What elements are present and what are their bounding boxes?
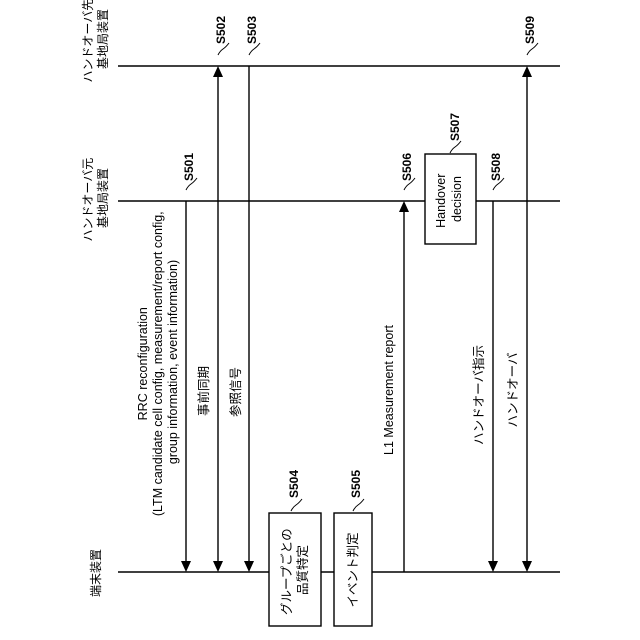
arrowhead-s508 xyxy=(488,561,498,572)
message-presync: 事前同期 xyxy=(196,366,211,416)
message-handover: ハンドオーバ xyxy=(506,353,520,428)
arrowhead-s503 xyxy=(244,561,254,572)
step-label-s504: S504 xyxy=(287,470,301,498)
message-reference-signal: 参照信号 xyxy=(228,367,243,417)
box-event-text: イベント判定 xyxy=(345,532,360,607)
arrowhead-s506 xyxy=(399,201,409,212)
message-rrc-reconfiguration: RRC reconfiguration (LTM candidate cell … xyxy=(136,208,180,516)
step-label-s505: S505 xyxy=(349,470,363,498)
box-quality-identification xyxy=(269,513,321,626)
step-tilde-s504 xyxy=(291,499,302,511)
step-tilde-s507 xyxy=(450,141,461,153)
step-label-s509: S509 xyxy=(523,16,537,44)
arrowhead-s502-top xyxy=(213,66,223,77)
arrowhead-s509-top xyxy=(522,66,532,77)
step-label-s508: S508 xyxy=(489,153,503,181)
arrowhead-s502-bottom xyxy=(213,561,223,572)
node-label-source-bs: ハンドオーバ元 基地局装置 xyxy=(81,154,110,241)
arrowhead-s509-bottom xyxy=(522,561,532,572)
step-label-s506: S506 xyxy=(400,153,414,181)
message-l1-measurement-report: L1 Measurement report xyxy=(382,325,396,455)
step-label-s507: S507 xyxy=(448,113,462,141)
arrowhead-s501 xyxy=(181,561,191,572)
node-label-target-bs: ハンドオーバ先 基地局装置 xyxy=(81,0,110,83)
node-label-terminal: 端末装置 xyxy=(89,549,103,597)
step-label-s502: S502 xyxy=(214,16,228,44)
step-tilde-s505 xyxy=(353,499,364,511)
message-handover-instruction: ハンドオーバ指示 xyxy=(471,345,486,445)
step-label-s501: S501 xyxy=(182,153,196,181)
step-label-s503: S503 xyxy=(245,16,259,44)
